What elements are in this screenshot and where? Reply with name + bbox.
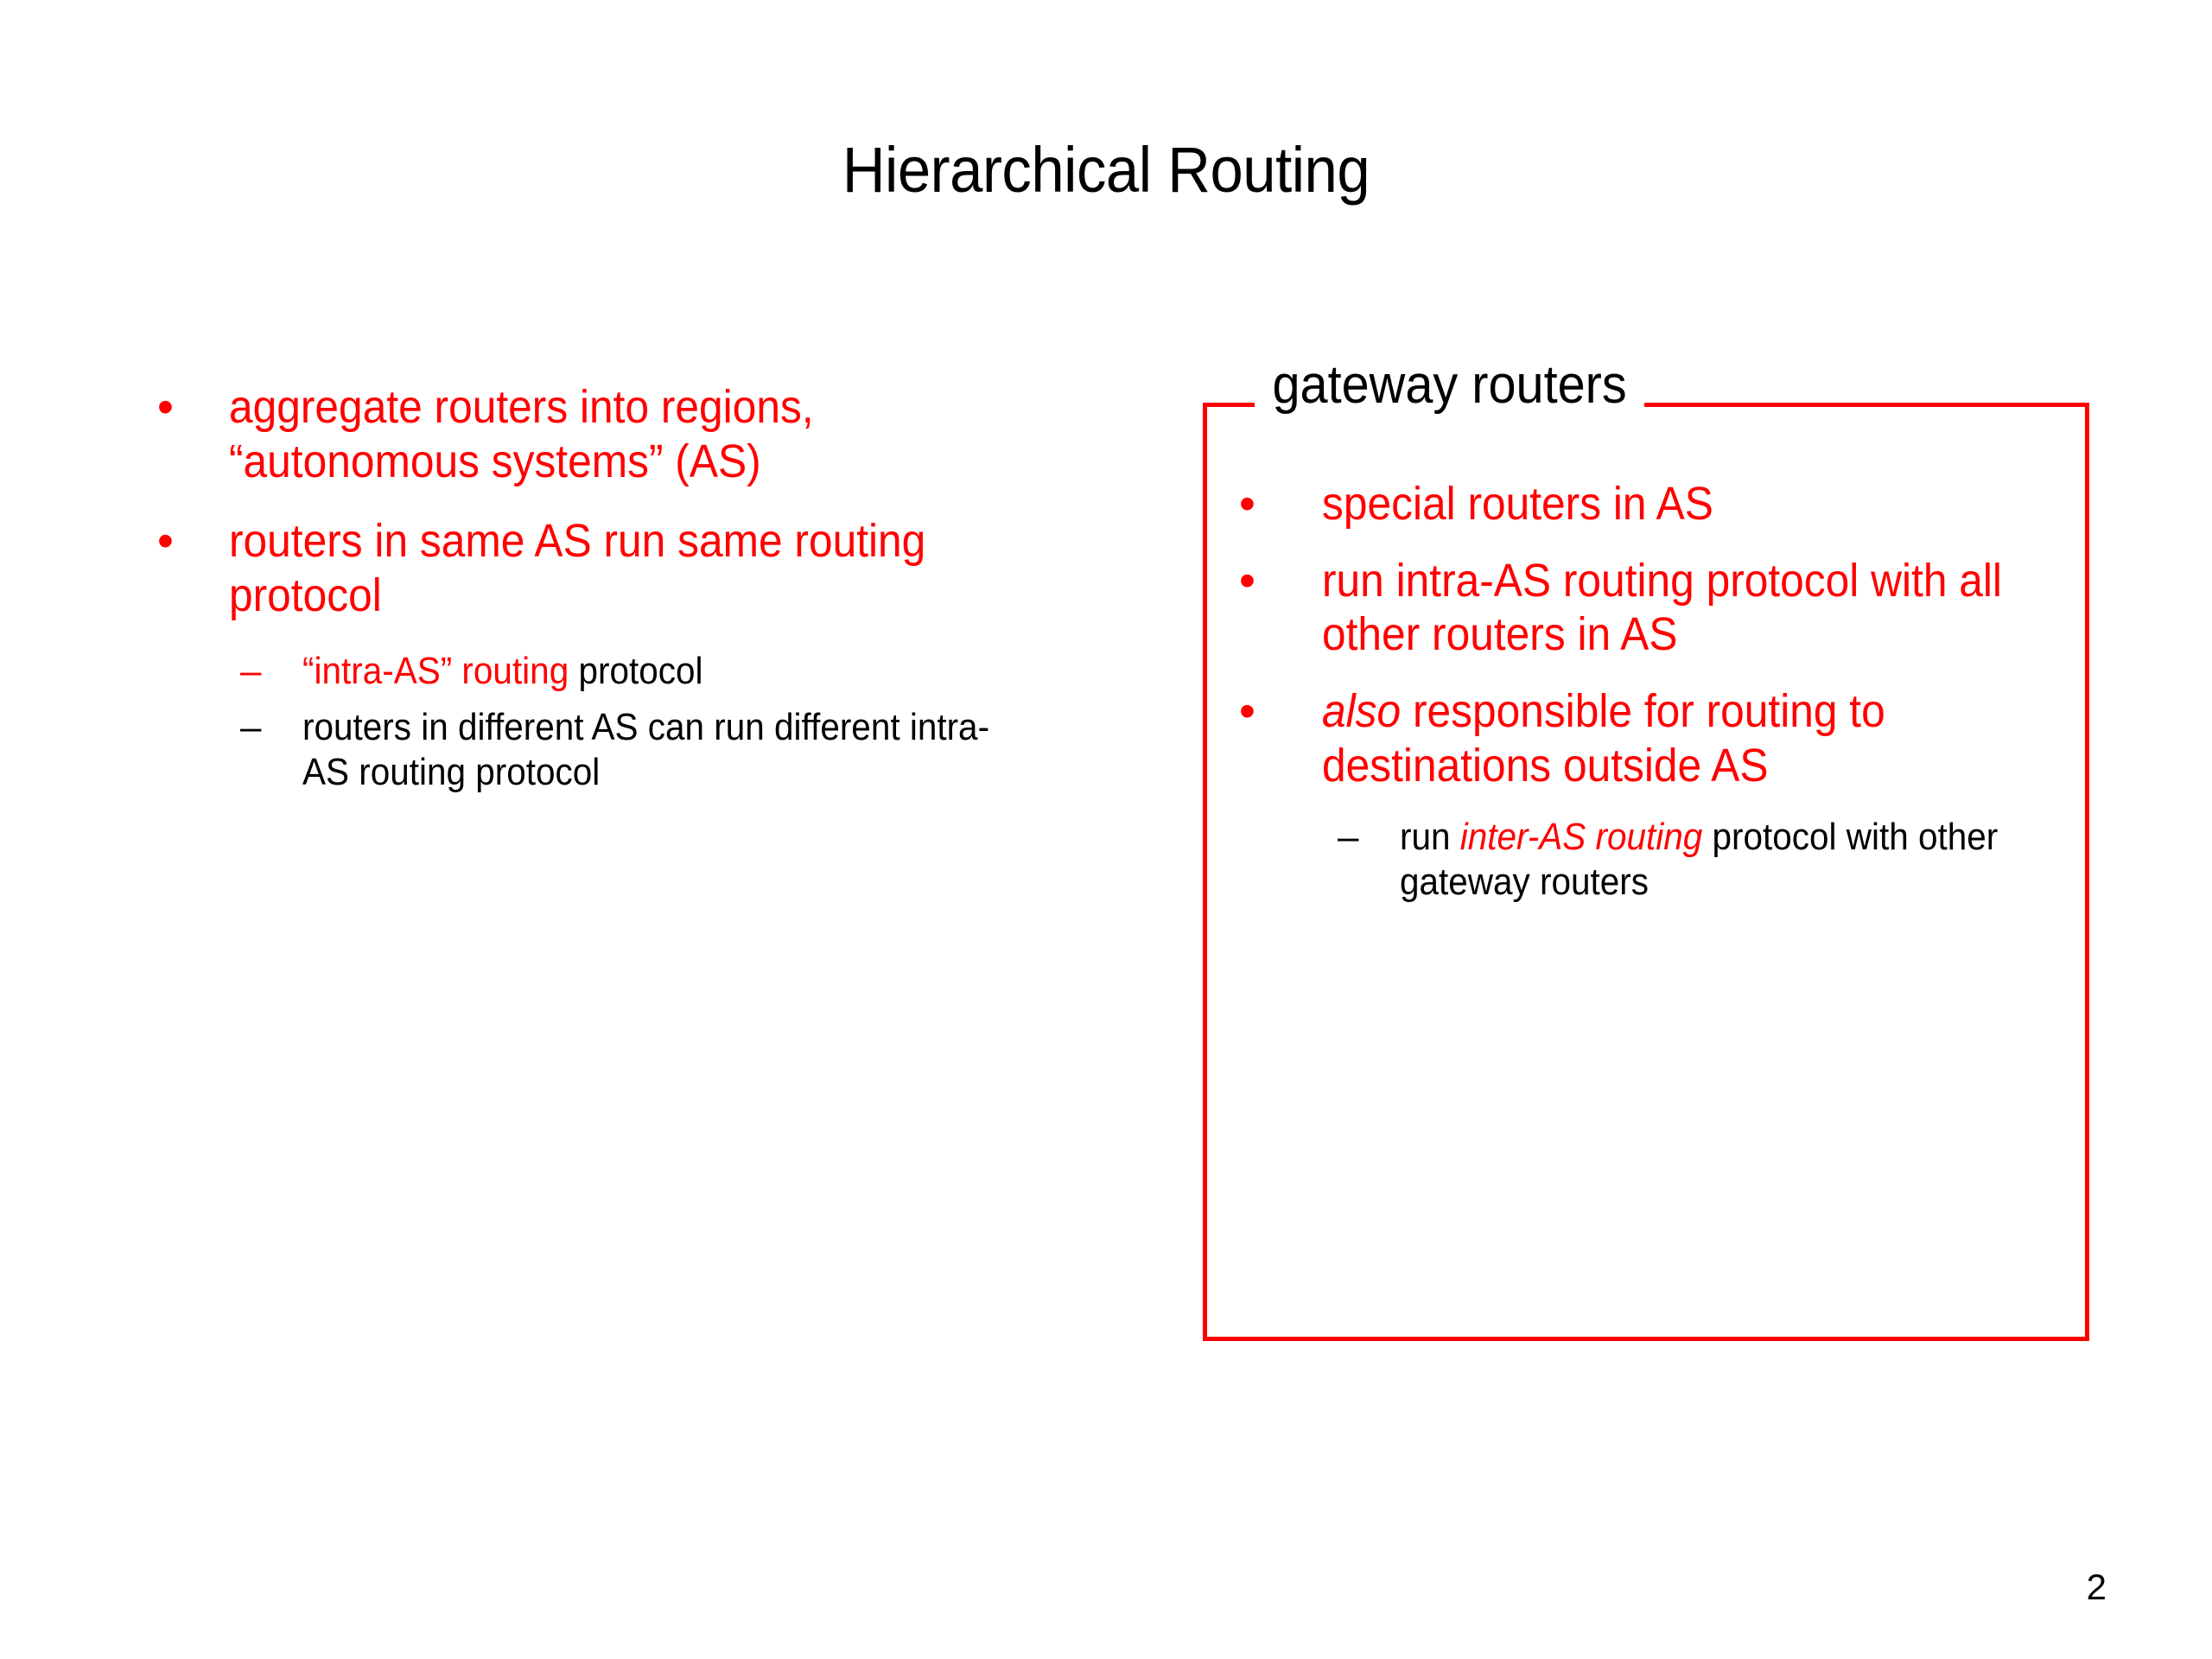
gateway-routers-box [1203, 403, 2089, 1341]
bullet-item-aggregate-routers: • aggregate routers into regions, “auton… [138, 380, 1097, 488]
bullet-text-plain-segment: responsible for routing to destinations … [1322, 684, 1885, 791]
sub-bullet-text-red-italic-segment: inter-AS routing [1459, 816, 1703, 859]
left-sub-bullet-group: – “intra-AS” routing protocol – routers … [235, 649, 1099, 796]
bullet-text: also responsible for routing to destinat… [1322, 684, 2023, 792]
dash-marker-icon: – [1338, 816, 1359, 859]
page-number: 2 [2086, 1567, 2107, 1607]
bullet-item-special-routers: • special routers in AS [1229, 477, 2084, 531]
left-content-column: • aggregate routers into regions, “auton… [138, 380, 1097, 795]
bullet-text: special routers in AS [1322, 478, 1713, 530]
sub-bullet-text: routers in different AS can run differen… [302, 706, 990, 794]
sub-bullet-text: “intra-AS” routing protocol [302, 649, 1035, 694]
gateway-sub-bullet-group: – run inter-AS routing protocol with oth… [1332, 815, 2084, 905]
bullet-marker-icon: • [157, 515, 174, 568]
bullet-marker-icon: • [1239, 684, 1255, 737]
sub-bullet-inter-as-protocol: – run inter-AS routing protocol with oth… [1332, 815, 2084, 905]
gateway-routers-box-title: gateway routers [1255, 344, 1645, 427]
bullet-item-run-intra-as: • run intra-AS routing protocol with all… [1229, 554, 2084, 662]
bullet-item-also-responsible: • also responsible for routing to destin… [1229, 684, 2084, 792]
bullet-marker-icon: • [157, 381, 174, 433]
bullet-marker-icon: • [1239, 478, 1255, 530]
sub-bullet-text-red-segment: “intra-AS” routing [302, 649, 569, 692]
dash-marker-icon: – [240, 706, 262, 749]
gateway-routers-content: • special routers in AS • run intra-AS r… [1229, 477, 2084, 905]
page-title: Hierarchical Routing [842, 134, 1370, 206]
sub-bullet-text-black-lead: run [1400, 816, 1460, 859]
sub-bullet-intra-as-protocol: – “intra-AS” routing protocol [235, 649, 1099, 694]
sub-bullet-different-as: – routers in different AS can run differ… [235, 705, 1099, 795]
dash-marker-icon: – [240, 649, 262, 692]
bullet-item-routers-same-as: • routers in same AS run same routing pr… [138, 514, 1097, 622]
sub-bullet-text-black-segment: protocol [569, 649, 703, 692]
bullet-text: run intra-AS routing protocol with all o… [1322, 554, 2002, 661]
bullet-marker-icon: • [1239, 554, 1255, 607]
sub-bullet-text: run inter-AS routing protocol with other… [1400, 815, 2030, 905]
sub-bullet-text-black-tail: protocol with other gateway routers [1400, 816, 1999, 904]
bullet-text: aggregate routers into regions, “autonom… [229, 381, 814, 487]
bullet-text: routers in same AS run same routing prot… [229, 515, 926, 621]
bullet-text-italic-segment: also [1322, 684, 1402, 737]
